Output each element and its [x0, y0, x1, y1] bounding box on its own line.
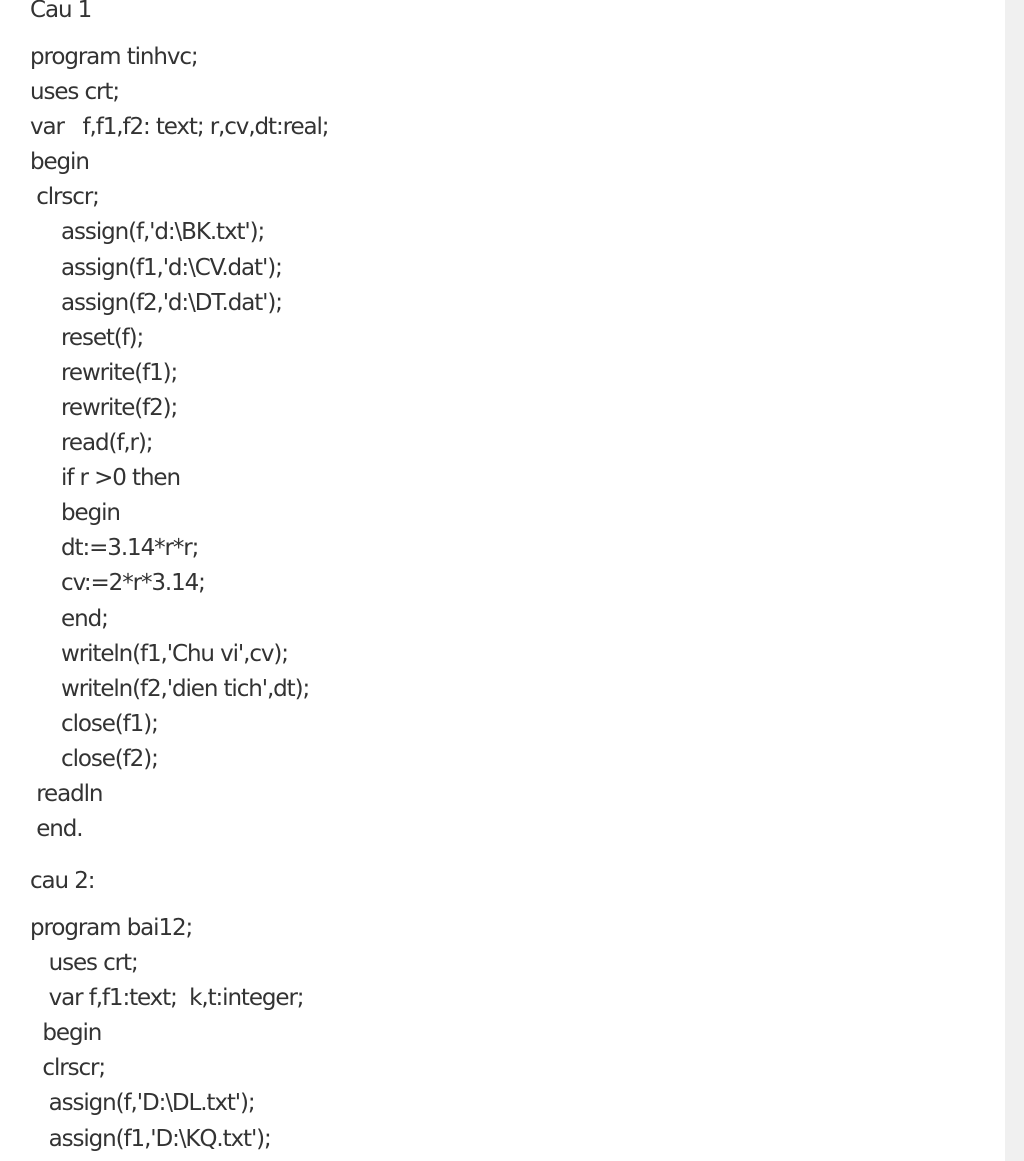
- code-line: var f,f1:text; k,t:integer;: [30, 985, 305, 1012]
- code-line: if r >0 then: [30, 465, 181, 492]
- code-line: readln: [30, 780, 103, 807]
- code-line: close(f1);: [30, 710, 159, 737]
- section-heading-cau-2: cau 2:: [30, 868, 96, 894]
- code-line: close(f2);: [30, 745, 159, 772]
- code-line: dt:=3.14*r*r;: [30, 535, 199, 562]
- code-line: program tinhvc;: [30, 44, 199, 70]
- code-line: writeln(f2,'dien tich',dt);: [30, 675, 310, 702]
- code-line: assign(f,'D:\DL.txt');: [30, 1090, 256, 1117]
- code-line: begin: [30, 149, 90, 176]
- code-line: read(f,r);: [30, 430, 153, 457]
- code-line: clrscr;: [30, 184, 100, 211]
- code-line: uses crt;: [30, 79, 120, 106]
- code-line: assign(f1,'D:\KQ.txt');: [30, 1125, 272, 1152]
- code-line: program bai12;: [30, 915, 193, 941]
- code-line: rewrite(f1);: [30, 359, 178, 386]
- code-line: var f,f1,f2: text; r,cv,dt:real;: [30, 114, 330, 141]
- code-line: assign(f2,'d:\DT.dat');: [30, 289, 283, 316]
- code-line: rewrite(f2);: [30, 394, 178, 421]
- code-block-cau-2: program bai12; uses crt; var f,f1:text; …: [30, 911, 305, 1157]
- code-line: reset(f);: [30, 324, 144, 351]
- code-line: assign(f1,'d:\CV.dat');: [30, 254, 283, 281]
- code-line: uses crt;: [30, 950, 139, 977]
- code-line: writeln(f1,'Chu vi',cv);: [30, 640, 289, 667]
- code-line: clrscr;: [30, 1055, 106, 1082]
- section-heading-cau-1: Cau 1: [30, 0, 92, 23]
- code-line: begin: [30, 1020, 102, 1047]
- code-line: end.: [30, 816, 83, 843]
- code-line: cv:=2*r*3.14;: [30, 570, 206, 597]
- code-block-cau-1: program tinhvc; uses crt; var f,f1,f2: tex…: [30, 40, 330, 847]
- code-line: begin: [30, 500, 121, 527]
- code-line: end;: [30, 605, 109, 632]
- vertical-scrollbar[interactable]: [1005, 0, 1024, 1161]
- code-line: assign(f,'d:\BK.txt');: [30, 219, 265, 246]
